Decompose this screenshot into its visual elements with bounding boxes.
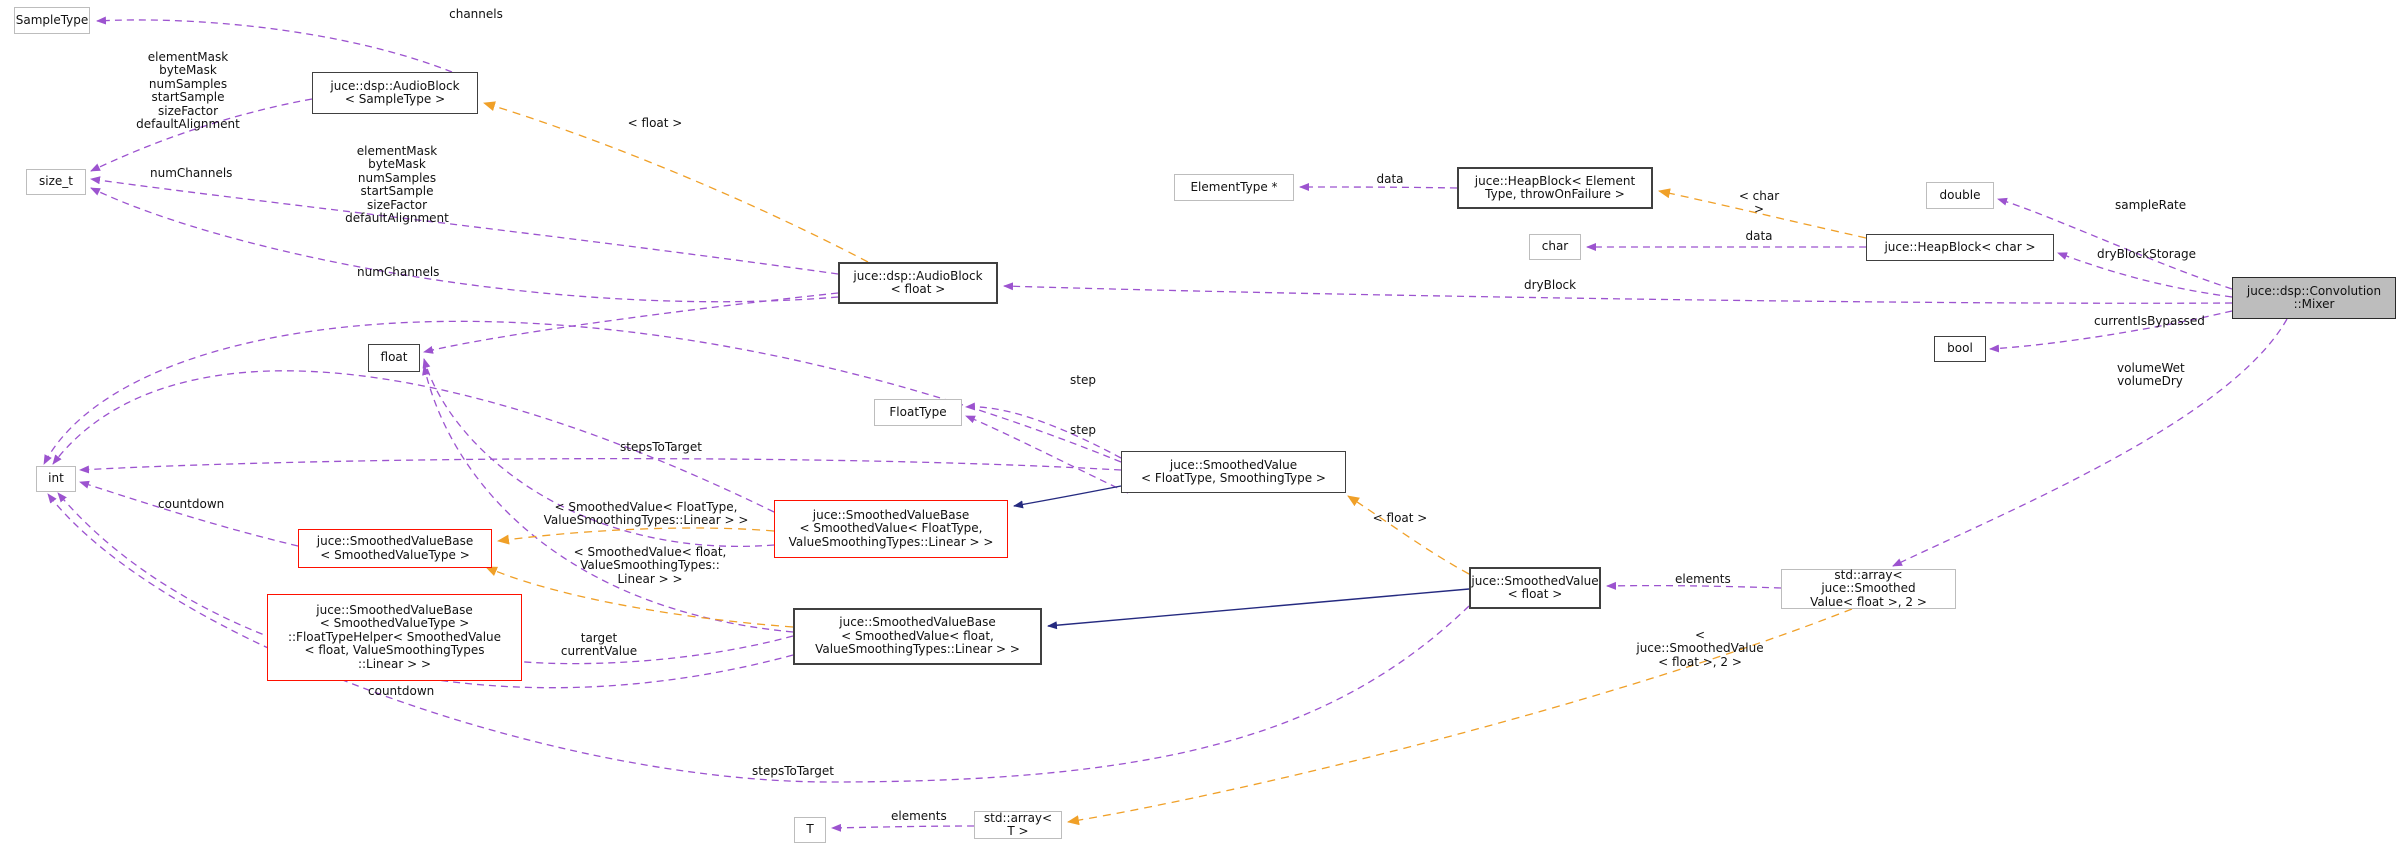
edge-label-data-2: data bbox=[1745, 229, 1773, 243]
node-char: char bbox=[1529, 234, 1581, 260]
edge-label-stepstotarget-1: stepsToTarget bbox=[620, 440, 702, 454]
edge-step-2 bbox=[965, 415, 1129, 494]
node-t: T bbox=[794, 817, 826, 843]
edge-countdown-top-b bbox=[43, 320, 1122, 465]
edge-label-countdown-2: countdown bbox=[368, 684, 435, 698]
edge-label-channels-1: channels bbox=[449, 7, 503, 21]
usage-edges bbox=[43, 16, 2288, 832]
edge-countdown-1 bbox=[79, 480, 299, 547]
node-sampletype: SampleType bbox=[14, 7, 90, 34]
node-float: float bbox=[368, 344, 420, 372]
node-int: int bbox=[36, 466, 76, 492]
node-elementtype-ptr: ElementType * bbox=[1174, 174, 1294, 201]
template-edges bbox=[483, 101, 1867, 826]
node-stdarray-t: std::array< T > bbox=[974, 811, 1062, 839]
edge-label-elements-1: elements bbox=[1675, 572, 1731, 586]
edge-dryblockstorage bbox=[2057, 252, 2233, 298]
edge-audioblock-float-sizet-a bbox=[90, 176, 839, 275]
edge-label-numchannels-1: numChannels bbox=[150, 166, 233, 180]
edge-audioblock-sampletype-sizet bbox=[90, 98, 313, 172]
edge-samplerate bbox=[1997, 197, 2233, 290]
node-floattype: FloatType bbox=[874, 399, 962, 426]
edge-label-template-sv-floattype: < SmoothedValue< FloatType, ValueSmoothi… bbox=[543, 500, 749, 528]
node-heapblock-elementtype[interactable]: juce::HeapBlock< Element Type, throwOnFa… bbox=[1457, 167, 1653, 209]
node-smoothedvaluebase-floattypehelper[interactable]: juce::SmoothedValueBase < SmoothedValueT… bbox=[267, 594, 522, 681]
node-smoothedvaluebase-floattype-linear[interactable]: juce::SmoothedValueBase < SmoothedValue<… bbox=[774, 500, 1008, 558]
edge-countdown-2 bbox=[57, 492, 794, 689]
edge-template-float-1 bbox=[483, 101, 869, 263]
node-size-t: size_t bbox=[26, 169, 86, 195]
edge-label-dryblockstorage: dryBlockStorage bbox=[2097, 247, 2197, 261]
edge-template-sv-float bbox=[485, 566, 794, 628]
node-smoothedvalue-float[interactable]: juce::SmoothedValue < float > bbox=[1469, 567, 1601, 609]
edge-volumewet-volumedry bbox=[1892, 318, 2288, 567]
edge-label-template-float-2: < float > bbox=[1372, 511, 1428, 525]
edge-label-dryblock: dryBlock bbox=[1524, 278, 1577, 292]
node-convolution-mixer: juce::dsp::Convolution ::Mixer bbox=[2232, 277, 2396, 319]
edge-label-stepstotarget-2: stepsToTarget bbox=[752, 764, 834, 778]
edge-label-audioblock-sampletype-members: elementMask byteMask numSamples startSam… bbox=[136, 50, 240, 132]
edge-label-volumewet-volumedry: volumeWet volumeDry bbox=[2117, 361, 2185, 389]
edge-label-data-1: data bbox=[1376, 172, 1404, 186]
inheritance-edges bbox=[1013, 485, 1470, 630]
edge-audioblock-float-sizet-b bbox=[90, 187, 839, 303]
edge-label-currentisbypassed: currentIsBypassed bbox=[2094, 314, 2205, 328]
edge-countdown-top-a bbox=[52, 370, 775, 513]
edge-float-c bbox=[422, 365, 794, 633]
edge-label-template-array: < juce::SmoothedValue < float >, 2 > bbox=[1636, 628, 1764, 669]
edge-inherit-smoothedvalue-float bbox=[1047, 588, 1470, 630]
edge-inherit-smoothedvalue-generic bbox=[1013, 485, 1122, 509]
edge-label-samplerate: sampleRate bbox=[2115, 198, 2187, 212]
edge-label-step-1: step bbox=[1070, 373, 1096, 387]
node-smoothedvaluebase-float-linear[interactable]: juce::SmoothedValueBase < SmoothedValue<… bbox=[793, 608, 1042, 665]
edge-channels-1 bbox=[96, 16, 453, 73]
edge-stepstotarget-2 bbox=[47, 493, 1470, 783]
edge-channels-2 bbox=[423, 292, 839, 354]
node-smoothedvalue-generic[interactable]: juce::SmoothedValue < FloatType, Smoothi… bbox=[1121, 451, 1346, 493]
edge-stepstotarget-1 bbox=[79, 457, 1122, 474]
edge-elements-2 bbox=[831, 823, 975, 832]
edge-target-currentvalue bbox=[503, 635, 794, 666]
edge-float-b bbox=[422, 358, 775, 547]
node-bool: bool bbox=[1934, 336, 1986, 362]
edge-template-array bbox=[1067, 608, 1853, 826]
node-heapblock-char[interactable]: juce::HeapBlock< char > bbox=[1866, 234, 2054, 261]
edge-label-numchannels-2: numChannels bbox=[357, 265, 440, 279]
node-smoothedvaluebase-svt[interactable]: juce::SmoothedValueBase < SmoothedValueT… bbox=[298, 529, 492, 568]
edge-label-countdown-1: countdown bbox=[158, 497, 225, 511]
edge-label-template-char: < char > bbox=[1738, 189, 1780, 217]
edge-dryblock bbox=[1003, 282, 2233, 304]
edge-template-float-2 bbox=[1347, 495, 1470, 575]
node-stdarray-smoothedvalue2: std::array< juce::Smoothed Value< float … bbox=[1781, 568, 1956, 609]
edge-template-char bbox=[1658, 188, 1867, 239]
edge-template-sv-floattype bbox=[497, 527, 775, 545]
node-audioblock-float[interactable]: juce::dsp::AudioBlock < float > bbox=[838, 262, 998, 304]
edge-label-elements-2: elements bbox=[891, 809, 947, 823]
edge-label-audioblock-float-members: elementMask byteMask numSamples startSam… bbox=[345, 144, 449, 226]
edge-currentisbypassed bbox=[1989, 310, 2233, 353]
edge-data-1 bbox=[1299, 183, 1458, 192]
node-audioblock-sampletype[interactable]: juce::dsp::AudioBlock < SampleType > bbox=[312, 72, 478, 114]
edge-step-1 bbox=[965, 402, 1122, 459]
edge-label-template-sv-float: < SmoothedValue< float, ValueSmoothingTy… bbox=[573, 545, 727, 586]
node-double: double bbox=[1926, 182, 1994, 209]
edge-label-step-2: step bbox=[1070, 423, 1096, 437]
edge-elements-1 bbox=[1606, 581, 1782, 590]
edge-label-template-float-1: < float > bbox=[627, 116, 683, 130]
edge-label-target-currentvalue: target currentValue bbox=[560, 631, 638, 659]
